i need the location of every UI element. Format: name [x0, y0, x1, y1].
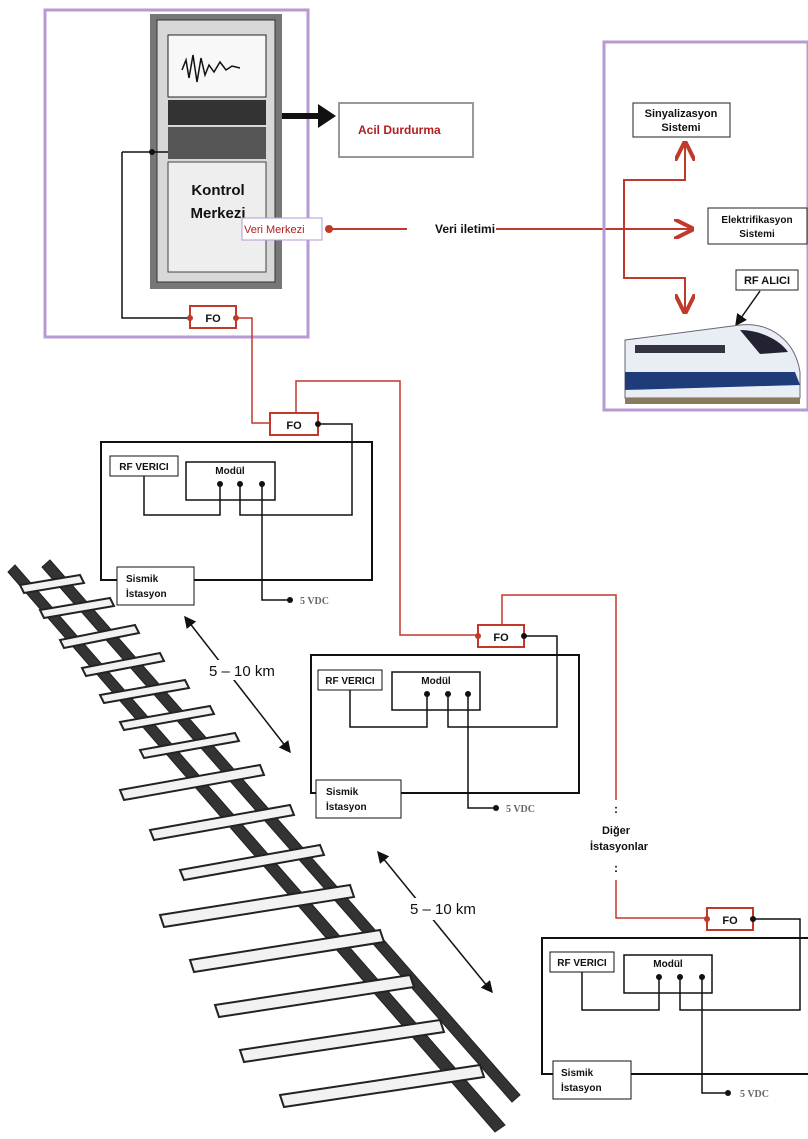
- fo-label: FO: [493, 632, 509, 644]
- electrification-label-line2: Sistemi: [739, 229, 775, 240]
- seismic-label-line2: İstasyon: [561, 1081, 602, 1094]
- module-label: Modül: [653, 959, 683, 970]
- high-speed-train: [625, 325, 800, 404]
- seismic-label: Sismik: [561, 1068, 594, 1079]
- other-stations-dots: :: [614, 861, 618, 875]
- distribution-line: [624, 145, 685, 229]
- emergency-stop-label: Acil Durdurma: [358, 123, 441, 137]
- module-label: Modül: [421, 676, 451, 687]
- seismic-label-line2: İstasyon: [326, 800, 367, 813]
- railway-track-illustration: [8, 560, 520, 1132]
- seismic-label: Sismik: [126, 574, 159, 585]
- data-center-label: Veri Merkezi: [244, 224, 305, 236]
- rf-transmitter-label: RF VERICI: [325, 676, 375, 687]
- distance-label: 5 – 10 km: [209, 663, 275, 680]
- data-transmission-label: Veri iletimi: [435, 222, 495, 236]
- control-cabinet: [150, 14, 282, 289]
- fo-label: FO: [205, 313, 221, 325]
- control-center-title: Kontrol: [191, 182, 244, 199]
- fo-label: FO: [722, 915, 738, 927]
- distance-label: 5 – 10 km: [410, 901, 476, 918]
- fo-label: FO: [286, 420, 302, 432]
- signaling-label-line2: Sistemi: [661, 122, 700, 134]
- other-stations-label: Diğer: [602, 825, 631, 837]
- power-label: 5 VDC: [506, 804, 535, 815]
- rf-transmitter-label: RF VERICI: [557, 958, 607, 969]
- signaling-label: Sinyalizasyon: [645, 108, 718, 120]
- rf-receiver-label: RF ALICI: [744, 275, 790, 287]
- power-label: 5 VDC: [740, 1089, 769, 1100]
- rf-transmitter-label: RF VERICI: [119, 462, 169, 473]
- control-center-title-line2: Merkezi: [190, 205, 245, 222]
- module-label: Modül: [215, 466, 245, 477]
- electrification-label: Elektrifikasyon: [721, 215, 792, 226]
- power-label: 5 VDC: [300, 596, 329, 607]
- seismic-label: Sismik: [326, 787, 359, 798]
- other-stations-dots: :: [614, 802, 618, 816]
- seismic-label-line2: İstasyon: [126, 587, 167, 600]
- other-stations-label-line2: İstasyonlar: [590, 840, 649, 853]
